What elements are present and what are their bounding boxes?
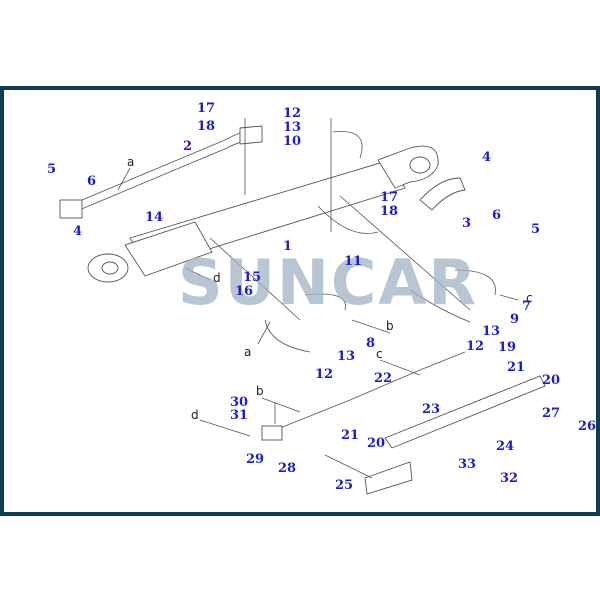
- band-clamps: [317, 131, 379, 234]
- diagram-frame: [0, 86, 600, 516]
- part-label: 10: [283, 134, 301, 149]
- part-label: 29: [246, 452, 264, 467]
- reference-letter: c: [376, 347, 383, 361]
- pipe-elbow-3: [419, 177, 466, 211]
- part-label: 11: [344, 254, 362, 269]
- part-label: 33: [458, 457, 476, 472]
- clamp: [239, 125, 263, 145]
- bracket-25: [364, 461, 413, 495]
- part-label: 2: [183, 139, 192, 154]
- pipe-2: [69, 129, 259, 214]
- part-label: 18: [197, 119, 215, 134]
- part-label: 13: [482, 324, 500, 339]
- reference-letter: a: [244, 345, 251, 359]
- part-label: 12: [466, 339, 484, 354]
- part-label: 8: [366, 336, 375, 351]
- part-label: 3: [462, 216, 471, 231]
- reference-arrows: [117, 167, 519, 437]
- watermark: SUNCAR: [178, 246, 478, 319]
- bracket-rail-24: [384, 375, 546, 449]
- cylinder-eye-hole: [409, 156, 431, 174]
- part-label: 25: [335, 478, 353, 493]
- part-label: 16: [235, 284, 253, 299]
- part-label: 21: [341, 428, 359, 443]
- part-label: 19: [498, 340, 516, 355]
- part-label: 17: [197, 101, 215, 116]
- connector-block: [261, 425, 283, 441]
- part-label: 13: [337, 349, 355, 364]
- part-label: 9: [510, 312, 519, 327]
- reference-letter: c: [526, 291, 533, 305]
- reference-letter: d: [191, 408, 199, 422]
- part-label: 17: [380, 190, 398, 205]
- part-label: 20: [542, 373, 560, 388]
- part-label: 18: [380, 204, 398, 219]
- wiring-harness: [269, 351, 466, 433]
- part-label: 6: [87, 174, 96, 189]
- part-labels: 17 18 12 13 10 2 5 6 14 4 4 17 18 3 6 5 …: [47, 101, 596, 493]
- reference-letter: b: [386, 319, 394, 333]
- part-label: 4: [73, 224, 82, 239]
- flange-block: [59, 199, 83, 219]
- part-label: 4: [482, 150, 491, 165]
- part-label: 5: [47, 162, 56, 177]
- part-label: 23: [422, 402, 440, 417]
- reference-letter: d: [213, 271, 221, 285]
- part-label: 27: [542, 406, 560, 421]
- part-label: 31: [230, 408, 248, 423]
- part-label: 24: [496, 439, 514, 454]
- bolt-guides: [244, 118, 332, 232]
- part-label: 12: [315, 367, 333, 382]
- part-label: 15: [243, 270, 261, 285]
- part-label: 13: [283, 120, 301, 135]
- part-label: 12: [283, 106, 301, 121]
- part-label: 20: [367, 436, 385, 451]
- part-label: 7: [522, 299, 531, 314]
- hose-clamps: [264, 269, 496, 353]
- hoses: [209, 195, 471, 321]
- cylinder-eye-hole: [101, 261, 119, 275]
- part-label: 26: [578, 419, 596, 434]
- cylinder-eye-right: [377, 145, 439, 189]
- reference-letter: a: [127, 155, 134, 169]
- reference-letters: a d b c a b d c: [127, 155, 533, 422]
- part-label: 21: [507, 360, 525, 375]
- part-label: 32: [500, 471, 518, 486]
- part-label: 28: [278, 461, 296, 476]
- cylinder-head: [124, 221, 213, 277]
- part-label: 5: [531, 222, 540, 237]
- part-label: 1: [283, 239, 292, 254]
- reference-letter: b: [256, 384, 264, 398]
- part-label: 6: [492, 208, 501, 223]
- part-label: 14: [145, 210, 163, 225]
- bracket-line: [324, 454, 373, 479]
- part-label: 22: [374, 371, 392, 386]
- line-art: [59, 118, 546, 495]
- part-label: 30: [230, 395, 248, 410]
